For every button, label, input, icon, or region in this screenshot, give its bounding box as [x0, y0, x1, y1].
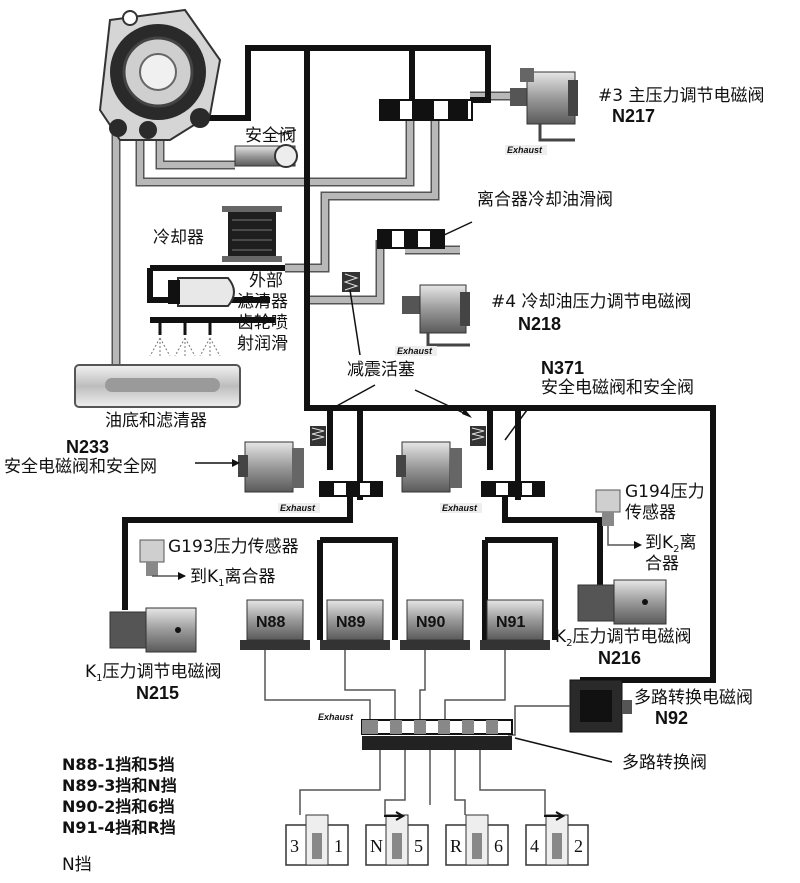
n92-code: N92 [655, 708, 688, 728]
gear-slots: 3 1 N 5 R 6 4 2 [285, 811, 589, 866]
safety-valve-label: 安全阀 [245, 126, 296, 146]
signal-lines [264, 650, 546, 815]
solenoid-label: N91 [496, 614, 525, 631]
solenoid-label: N88 [256, 614, 285, 631]
neutral-label: N挡 [62, 855, 92, 875]
n371-desc: 安全电磁阀和安全阀 [541, 378, 694, 398]
exhaust-label: Exhaust [442, 503, 478, 513]
exhaust-label: Exhaust [507, 145, 543, 155]
n233-code: N233 [66, 437, 109, 457]
g194-label-1: G194压力 [625, 482, 705, 502]
to-k2-label: 到K2离 [645, 533, 697, 555]
pressure-sensor-g194 [595, 489, 642, 549]
slot-left: R [450, 836, 462, 856]
slot-left: 4 [530, 836, 539, 856]
n218-code: N218 [518, 314, 561, 334]
solenoid-n217: Exhaust [505, 68, 578, 155]
gear-spray-label-2: 射润滑 [237, 334, 288, 354]
leader-lines [195, 129, 613, 763]
solenoid-label: N89 [336, 614, 365, 631]
gear-spray-label-1: 齿轮喷 [237, 313, 288, 333]
pressure-sensor-g193 [139, 539, 186, 580]
external-filter-label-2: 滤清器 [237, 292, 288, 312]
solenoid-n91: N91 [480, 599, 550, 650]
solenoid-n88: N88 [240, 599, 310, 650]
k1-regulator-label: K1压力调节电磁阀 [85, 662, 222, 684]
safety-valve [234, 144, 298, 168]
oil-pump [98, 8, 222, 141]
slot-left: N [370, 836, 383, 856]
clutch-cooling-valve-label: 离合器冷却油滑阀 [477, 190, 613, 210]
slot-right: 1 [334, 836, 343, 856]
multiplex-solenoid-label: 多路转换电磁阀 [634, 688, 753, 708]
solenoid-n89: N89 [320, 599, 390, 650]
external-filter-label-1: 外部 [249, 271, 283, 291]
text-labels: #3 主压力调节电磁阀 N217 安全阀 离合器冷却油滑阀 冷却器 外部 滤清器… [4, 86, 764, 875]
cooler-label: 冷却器 [153, 228, 204, 248]
cooler [222, 206, 282, 262]
exhaust-label: Exhaust [397, 346, 433, 356]
damper-piston-label: 减震活塞 [347, 360, 415, 380]
solenoid-label: N90 [416, 614, 445, 631]
legend-n88: N88-1挡和5挡 [62, 755, 175, 774]
solenoid-n216 [577, 579, 667, 625]
g193-label: G193压力传感器 [168, 537, 299, 557]
n218-title: #4 冷却油压力调节电磁阀 [491, 292, 691, 312]
solenoid-n218: Exhaust [395, 284, 470, 356]
to-k2-label-2: 合器 [645, 554, 679, 574]
n371-code: N371 [541, 358, 584, 378]
n233-desc: 安全电磁阀和安全网 [4, 457, 157, 477]
gear-slot-r-6: R 6 [445, 814, 509, 866]
multiplex-valve-label: 多路转换阀 [622, 753, 707, 773]
k2-regulator-label: K2压力调节电磁阀 [555, 627, 692, 649]
gear-solenoids: N88 N89 N90 N91 [240, 599, 550, 650]
slot-left: 3 [290, 836, 299, 856]
solenoid-n92 [508, 679, 632, 736]
slot-right: 6 [494, 836, 503, 856]
g194-label-2: 传感器 [625, 503, 676, 523]
gear-slot-4-2: 4 2 [525, 811, 589, 866]
clutch-cooling-valve [377, 229, 445, 249]
n217-code: N217 [612, 106, 655, 126]
multiplex-valve: Exhaust [318, 712, 513, 750]
solenoid-n90: N90 [400, 599, 470, 650]
n215-code: N215 [136, 683, 179, 703]
n216-code: N216 [598, 648, 641, 668]
legend-n91: N91-4挡和R挡 [62, 818, 176, 837]
solenoid-n215 [109, 607, 197, 653]
legend-n90: N90-2挡和6挡 [62, 797, 175, 816]
solenoid-n233: Exhaust [238, 426, 383, 513]
gear-spray-nozzles [149, 320, 221, 358]
slot-right: 5 [414, 836, 423, 856]
slot-right: 2 [574, 836, 583, 856]
gear-slot-3-1: 3 1 [285, 814, 349, 866]
n217-title: #3 主压力调节电磁阀 [598, 86, 764, 106]
exhaust-label: Exhaust [280, 503, 316, 513]
solenoid-n371: Exhaust [396, 426, 545, 513]
oil-sump [74, 364, 241, 408]
to-k1-label: 到K1离合器 [190, 567, 276, 589]
exhaust-label: Exhaust [318, 712, 354, 722]
legend-n89: N89-3挡和N挡 [62, 776, 177, 795]
gear-slot-n-5: N 5 [365, 811, 429, 866]
damper-piston-upper [342, 272, 360, 292]
sump-label: 油底和滤清器 [105, 411, 207, 431]
main-pressure-valve [379, 99, 473, 121]
external-filter [168, 277, 235, 307]
